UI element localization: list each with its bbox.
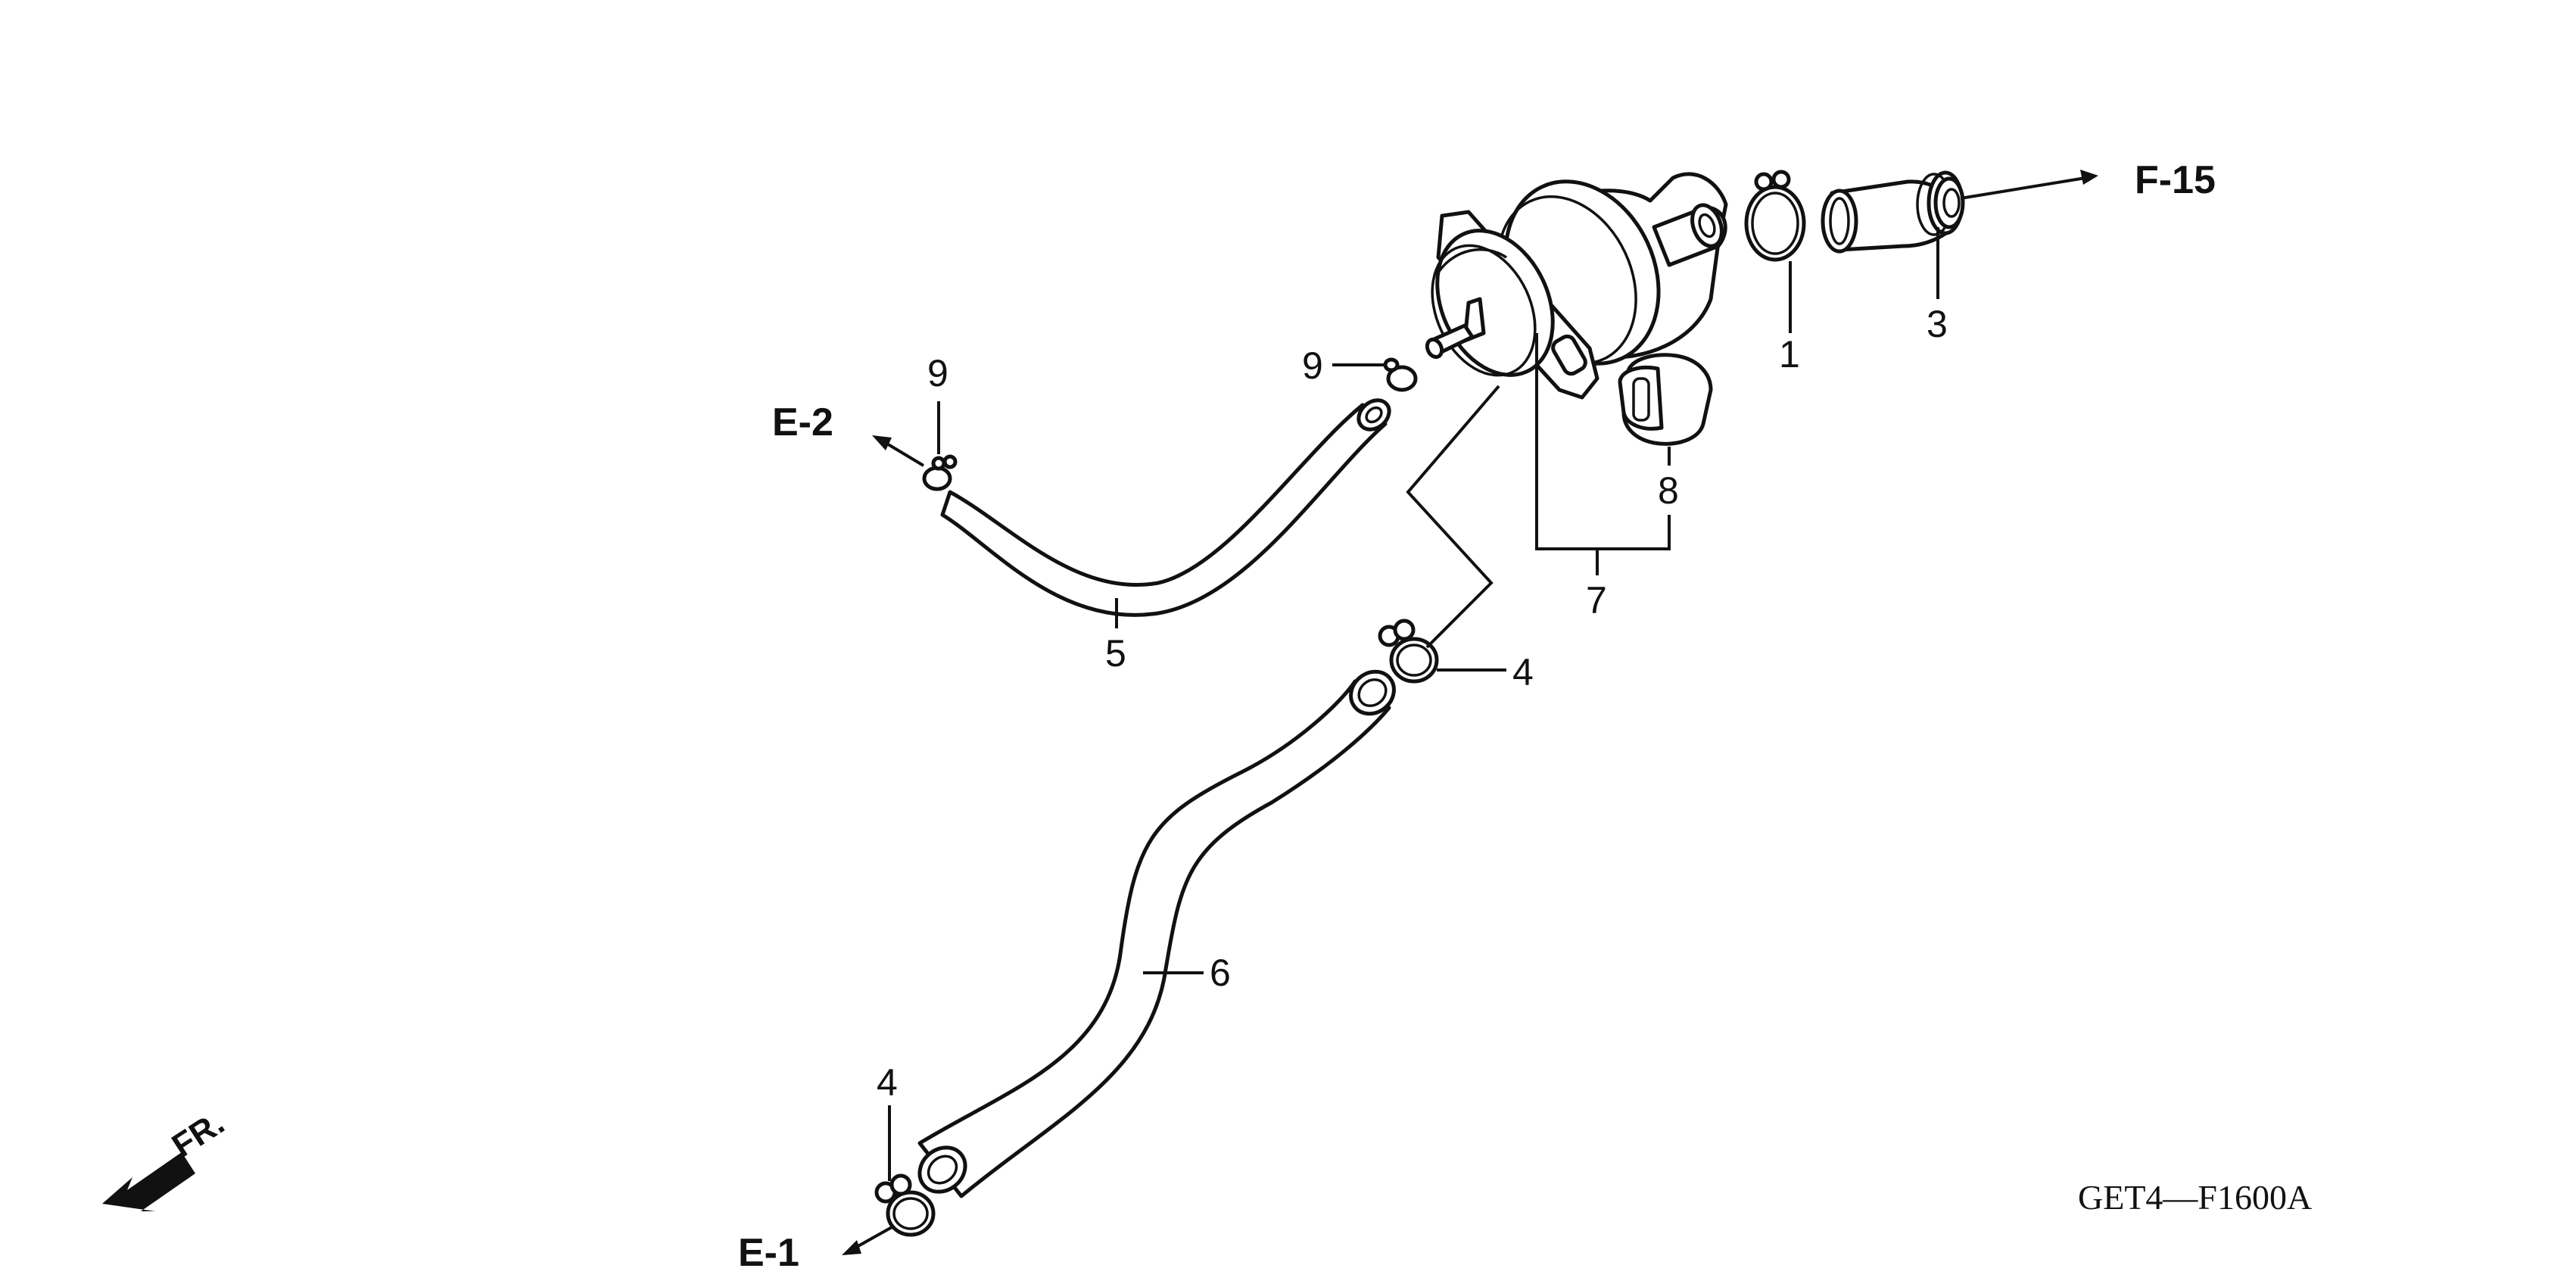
callout-7: 7	[1586, 579, 1607, 622]
callout-9-left: 9	[927, 352, 948, 394]
clamp-4-upper	[1378, 619, 1439, 684]
front-direction-label: FR.	[166, 1105, 231, 1165]
hose-5	[940, 398, 1391, 617]
pair-valve-assembly	[1425, 172, 1728, 400]
callout-8: 8	[1658, 469, 1679, 512]
clip-9-mid	[1383, 357, 1418, 392]
callout-4-upper: 4	[1512, 651, 1534, 693]
hose-6	[917, 669, 1396, 1198]
leader-lines	[842, 170, 2098, 1255]
diagram-code: GET4—F1600A	[2078, 1178, 2312, 1217]
ref-e2: E-2	[772, 400, 833, 444]
callout-5: 5	[1105, 632, 1126, 675]
clamp-1	[1744, 170, 1806, 262]
ref-f15: F-15	[2135, 158, 2216, 202]
clip-9-left	[922, 454, 958, 491]
ref-e1: E-1	[738, 1231, 799, 1275]
grommet-8	[1618, 353, 1713, 446]
callout-3: 3	[1927, 303, 1948, 345]
joint-pipe-3	[1821, 170, 1965, 254]
callout-4-lower: 4	[877, 1061, 898, 1104]
clamp-4-lower	[874, 1173, 936, 1237]
front-direction-arrow: FR.	[102, 1105, 231, 1211]
callout-6: 6	[1210, 952, 1231, 994]
callout-9-mid: 9	[1302, 344, 1323, 387]
callout-1: 1	[1779, 333, 1800, 376]
